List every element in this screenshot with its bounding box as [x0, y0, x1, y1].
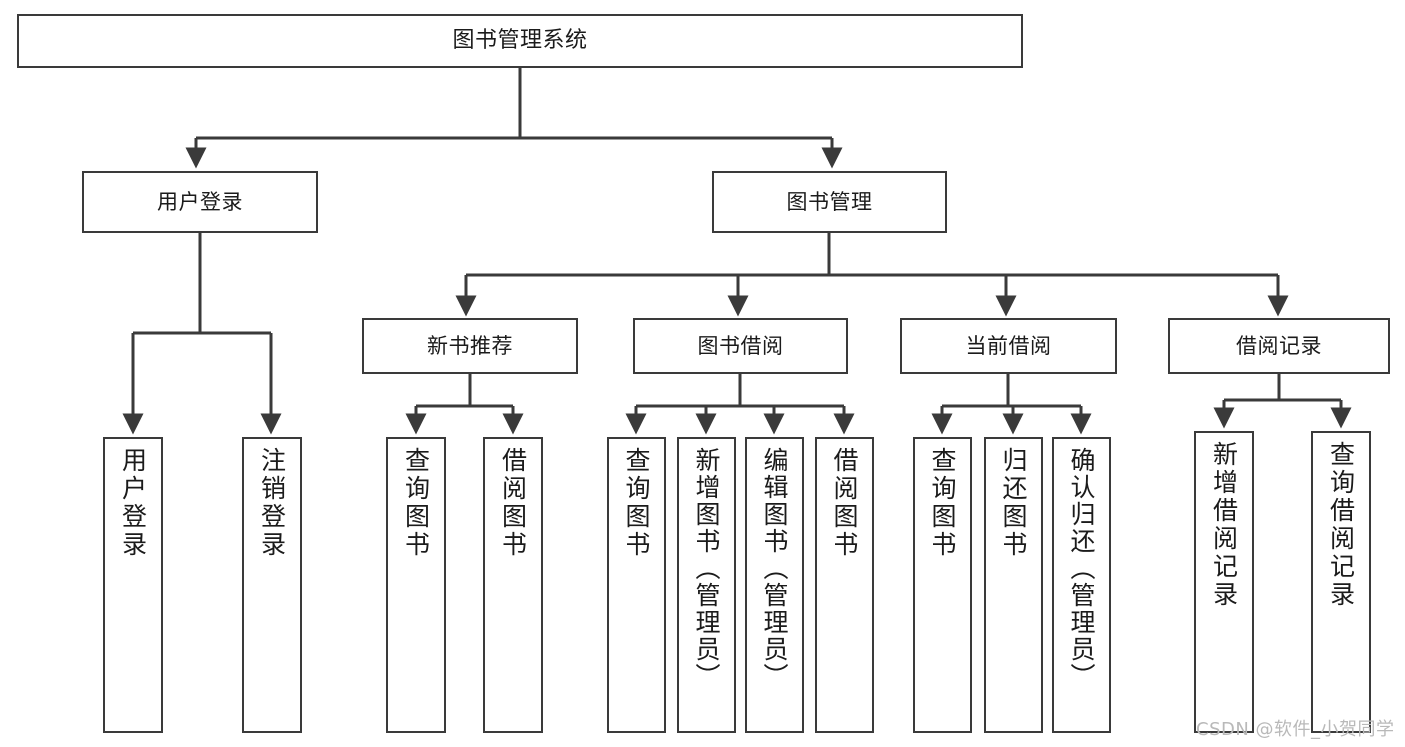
leaf-current-borrow-confirm-return-admin[interactable]: 确认归还（管理员） — [1052, 437, 1111, 733]
node-label: 用户登录 — [118, 447, 148, 559]
leaf-new-book-query-books[interactable]: 查询图书 — [386, 437, 446, 733]
node-label: 查询图书 — [622, 447, 651, 559]
node-label: 图书管理 — [786, 189, 873, 214]
leaf-book-borrow-borrow-books[interactable]: 借阅图书 — [815, 437, 874, 733]
node-label: 新书推荐 — [427, 333, 513, 358]
node-label: 新增图书（管理员） — [692, 447, 721, 690]
node-user-login[interactable]: 用户登录 — [82, 171, 318, 233]
node-label: 确认归还（管理员） — [1067, 447, 1096, 690]
node-book-management[interactable]: 图书管理 — [712, 171, 947, 233]
node-label: 查询图书 — [928, 447, 957, 559]
node-label: 图书借阅 — [697, 333, 784, 358]
leaf-book-borrow-add-book-admin[interactable]: 新增图书（管理员） — [677, 437, 736, 733]
node-borrow-record[interactable]: 借阅记录 — [1168, 318, 1390, 374]
leaf-user-login-signin[interactable]: 用户登录 — [103, 437, 163, 733]
node-label: 借阅记录 — [1236, 333, 1322, 358]
leaf-current-borrow-query-books[interactable]: 查询图书 — [913, 437, 972, 733]
leaf-current-borrow-return-books[interactable]: 归还图书 — [984, 437, 1043, 733]
leaf-borrow-record-add-record[interactable]: 新增借阅记录 — [1194, 431, 1254, 733]
node-new-book-recommend[interactable]: 新书推荐 — [362, 318, 578, 374]
node-label: 归还图书 — [999, 447, 1028, 559]
node-label: 查询图书 — [401, 447, 431, 559]
watermark-text: CSDN @软件_小贺同学 — [1196, 719, 1395, 740]
node-label: 借阅图书 — [830, 447, 859, 559]
node-label: 用户登录 — [157, 189, 243, 214]
node-root-book-management-system[interactable]: 图书管理系统 — [17, 14, 1023, 68]
node-label: 注销登录 — [257, 447, 287, 559]
node-label: 借阅图书 — [498, 447, 528, 559]
leaf-book-borrow-query-books[interactable]: 查询图书 — [607, 437, 666, 733]
node-label: 新增借阅记录 — [1209, 441, 1239, 609]
node-current-borrow[interactable]: 当前借阅 — [900, 318, 1117, 374]
node-label: 查询借阅记录 — [1326, 441, 1356, 609]
node-book-borrow[interactable]: 图书借阅 — [633, 318, 848, 374]
node-label: 编辑图书（管理员） — [760, 447, 789, 690]
leaf-book-borrow-edit-book-admin[interactable]: 编辑图书（管理员） — [745, 437, 804, 733]
leaf-borrow-record-query-record[interactable]: 查询借阅记录 — [1311, 431, 1371, 733]
node-label: 当前借阅 — [965, 333, 1052, 358]
leaf-user-login-logout[interactable]: 注销登录 — [242, 437, 302, 733]
leaf-new-book-borrow-books[interactable]: 借阅图书 — [483, 437, 543, 733]
node-label: 图书管理系统 — [452, 28, 588, 54]
